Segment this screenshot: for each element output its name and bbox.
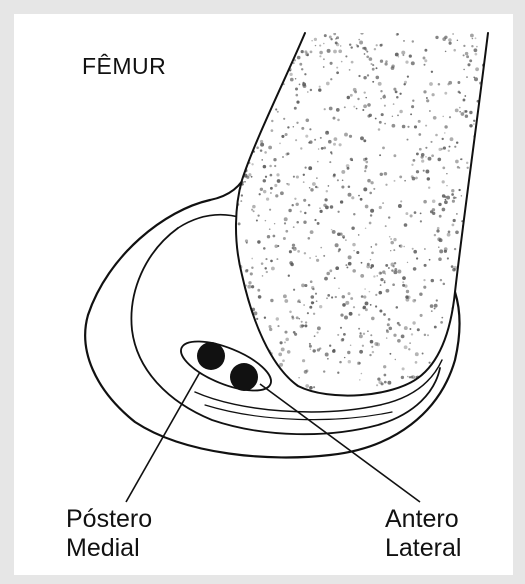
leader-postero-medial: [126, 372, 200, 502]
tunnel-postero-medial: [197, 342, 225, 370]
leader-antero-lateral: [260, 384, 420, 502]
label-postero-line1: Póstero: [66, 505, 152, 534]
tunnel-antero-lateral: [230, 363, 258, 391]
label-postero-line2: Medial: [66, 534, 152, 563]
label-postero-medial: Póstero Medial: [66, 505, 152, 563]
diagram-title: FÊMUR: [82, 53, 166, 80]
femur-shaft: [231, 31, 493, 404]
notch-inner-curve: [178, 215, 242, 228]
label-antero-line1: Antero: [385, 505, 461, 534]
label-antero-lateral: Antero Lateral: [385, 505, 461, 563]
label-antero-line2: Lateral: [385, 534, 461, 563]
